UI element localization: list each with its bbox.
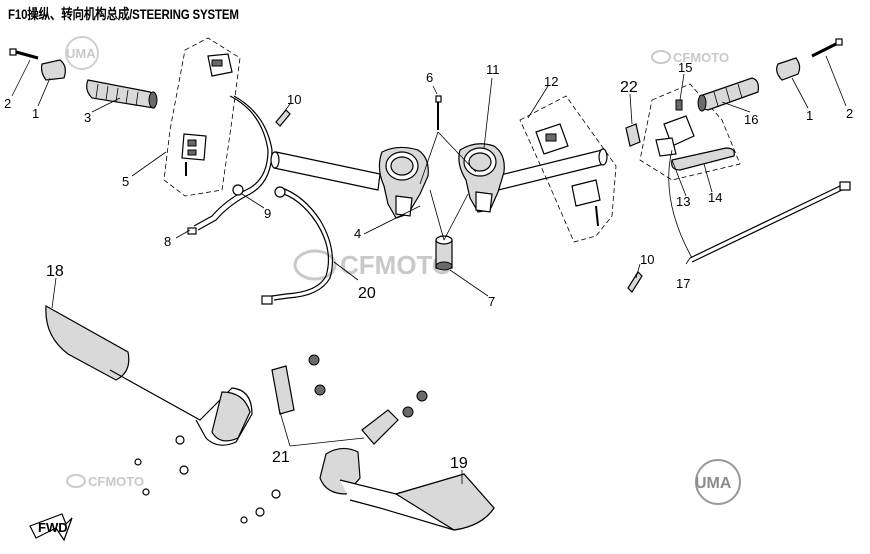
right-mirror [319,447,495,531]
cable-adjuster-left [275,109,291,127]
callout-18: 18 [46,263,64,280]
callout-8: 8 [164,234,171,249]
callout-14: 14 [708,190,722,205]
clutch-lever [671,147,735,171]
callout-5: 5 [122,174,129,189]
callout-2b: 2 [846,106,853,121]
callout-11: 11 [486,62,500,77]
watermark-text: CFMOTO [88,474,144,489]
left-mirror-fasteners [134,435,189,496]
callout-20: 20 [358,285,376,302]
callout-6: 6 [426,70,433,85]
left-switch-group-outline [163,37,241,197]
watermark-badge-text: UMA [66,46,96,61]
watermark-text: CFMOTO [340,250,452,280]
callout-10b: 10 [640,252,654,267]
callout-21: 21 [272,449,290,466]
left-mirror [45,305,253,446]
mirror-mount-block [625,123,641,147]
right-mirror-fasteners [240,489,281,524]
leader-lines [11,55,847,484]
throttle-cable [689,181,851,263]
right-switch-lower [571,179,601,227]
watermark-badge-text: UMA [695,475,732,492]
watermark-uma-bottom-right: UMA [695,459,741,505]
cable-adjuster-right [627,271,643,293]
clamp-nut [435,235,453,271]
callout-22: 22 [620,79,638,96]
callout-15: 15 [678,60,692,75]
mount-nuts [308,354,428,418]
callout-numbers: 2 1 3 5 6 8 9 10 11 4 7 12 22 15 16 1 2 … [4,60,853,472]
fwd-label: FWD [38,520,68,535]
callout-12: 12 [544,74,558,89]
callout-17: 17 [676,276,690,291]
left-switch-lower-housing [181,133,207,176]
handlebar-tube-right [479,148,608,195]
left-handle-grip [86,79,158,109]
callout-9: 9 [264,206,271,221]
right-handlebar-clamp [458,143,505,213]
right-handle-grip [697,77,759,112]
clutch-lever-bracket [655,99,695,157]
right-switch-group-outline [519,95,617,243]
mirror-mount-plate-left [271,365,295,415]
callout-19: 19 [450,455,468,472]
watermark-uma-top: UMA [65,36,99,70]
clamp-bolt [435,95,442,130]
right-bar-end-cap [776,57,801,81]
page-title: F10操纵、转向机构总成/STEERING SYSTEM [8,6,239,22]
callout-13: 13 [676,194,690,209]
callout-16: 16 [744,112,758,127]
callout-4: 4 [354,226,361,241]
callout-3: 3 [84,110,91,125]
forward-direction-arrow: FWD [29,513,73,542]
left-bar-end-cap [40,59,66,81]
right-lever-group-outline [639,83,741,181]
callout-2a: 1 [32,106,39,121]
watermark-cfmoto-bottom-left: CFMOTO [66,474,144,489]
right-switch-upper [535,123,569,155]
callout-1a: 2 [4,96,11,111]
left-switch-upper-housing [207,53,233,77]
right-bar-end-bolt [811,38,843,58]
watermark-cfmoto-center: CFMOTO [293,249,452,281]
mirror-mount-plate-right [361,409,399,445]
handlebar-tube-left [270,151,381,191]
callout-1b: 1 [806,108,813,123]
watermark-text: CFMOTO [673,50,729,65]
callout-10a: 10 [287,92,301,107]
front-brake-hose [187,95,273,235]
callout-7: 7 [488,294,495,309]
watermark-cfmoto-top-right: CFMOTO [651,50,729,65]
left-handlebar-clamp [378,146,429,219]
left-bar-end-bolt [9,48,39,60]
rear-brake-hose [261,186,333,305]
